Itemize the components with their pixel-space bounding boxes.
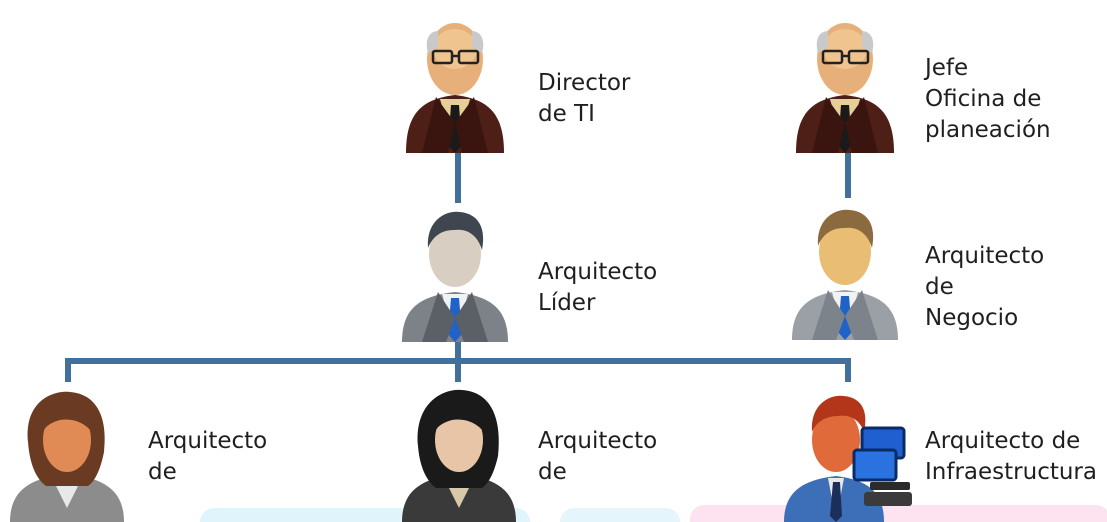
connector-jefe-negocio: [845, 153, 851, 198]
connector-director-lider: [455, 153, 461, 203]
node-label: Arquitecto de Infraestructura: [925, 428, 1097, 485]
technician-computer-icon: [780, 394, 912, 522]
connector-bus-right: [845, 358, 851, 382]
node-label: Arquitecto de Negocio: [925, 243, 1045, 331]
connector-bus-left: [65, 358, 71, 382]
node-label: Director de TI: [538, 70, 631, 127]
businessman-icon: [389, 205, 521, 342]
node-label: Arquitecto de: [148, 428, 268, 485]
node-label: Jefe Oficina de planeación: [925, 55, 1051, 143]
businesswoman-icon: [393, 386, 525, 522]
executive-man-icon: [796, 23, 894, 153]
businesswoman-icon: [1, 386, 133, 522]
executive-man-icon: [406, 23, 504, 153]
businessman-icon: [779, 203, 911, 340]
connector-bus-middle: [455, 358, 461, 382]
connector-lider-bus: [455, 342, 461, 362]
node-label: Arquitecto de: [538, 428, 658, 485]
node-label: Arquitecto Líder: [538, 259, 658, 316]
